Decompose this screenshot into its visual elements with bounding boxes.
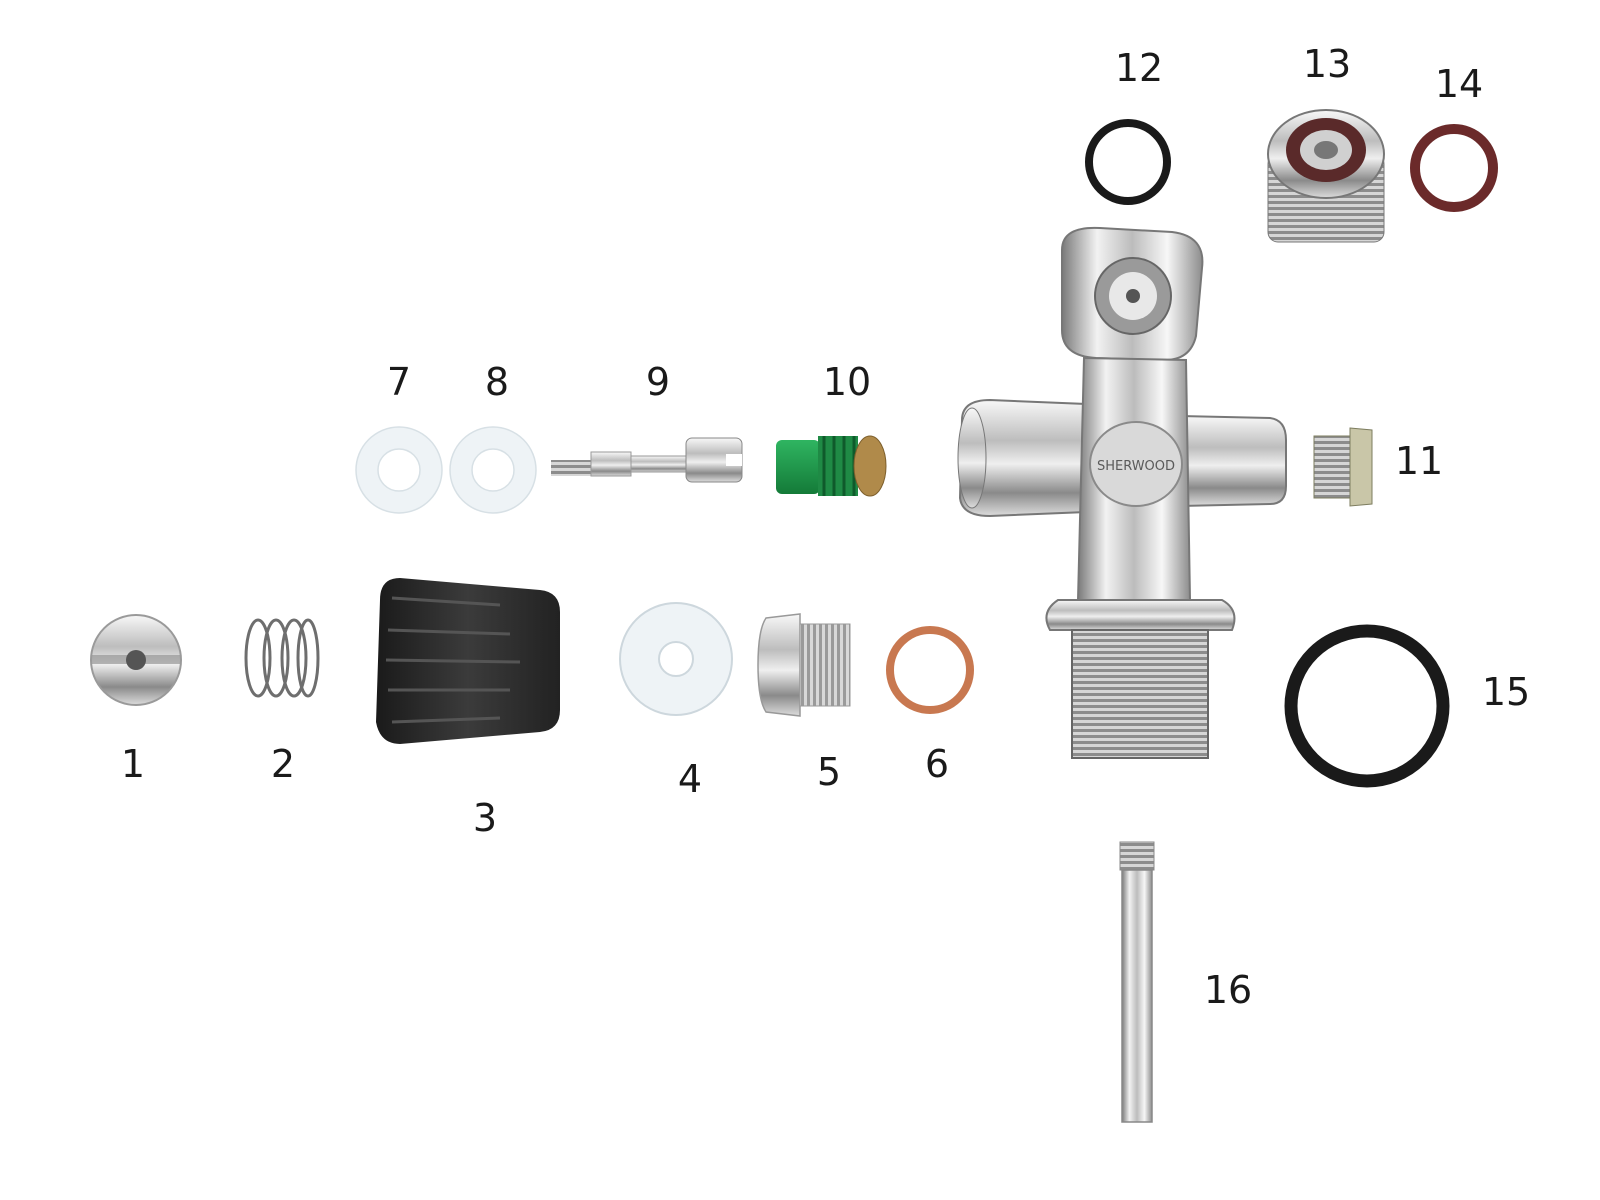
part-8-ptfe-washer bbox=[449, 426, 537, 514]
label-part-13: 13 bbox=[1302, 42, 1352, 86]
part-2-spring bbox=[244, 618, 320, 698]
part-3-handwheel-knob bbox=[376, 578, 560, 744]
part-10-valve-seat bbox=[776, 435, 887, 497]
part-7-ptfe-washer bbox=[355, 426, 443, 514]
part-1-retaining-washer bbox=[90, 614, 182, 706]
label-part-7: 7 bbox=[386, 360, 412, 404]
part-4-white-washer bbox=[619, 602, 733, 716]
brand-mark: SHERWOOD bbox=[1097, 459, 1175, 474]
label-part-11: 11 bbox=[1394, 439, 1444, 483]
part-15-neck-o-ring bbox=[1284, 624, 1450, 788]
label-part-6: 6 bbox=[924, 742, 950, 786]
label-part-14: 14 bbox=[1434, 62, 1484, 106]
part-5-bonnet-nut bbox=[757, 613, 851, 717]
label-part-10: 10 bbox=[822, 360, 872, 404]
label-part-12: 12 bbox=[1114, 46, 1164, 90]
label-part-3: 3 bbox=[472, 796, 498, 840]
part-12-o-ring bbox=[1085, 119, 1171, 205]
part-11-side-plug bbox=[1313, 427, 1373, 507]
part-6-copper-washer bbox=[886, 626, 974, 714]
label-part-9: 9 bbox=[645, 360, 671, 404]
label-part-8: 8 bbox=[484, 360, 510, 404]
part-16-dip-tube bbox=[1119, 841, 1155, 1123]
label-part-1: 1 bbox=[120, 742, 146, 786]
label-part-16: 16 bbox=[1203, 968, 1253, 1012]
part-9-valve-spindle bbox=[551, 437, 743, 483]
valve-body: SHERWOOD bbox=[957, 226, 1287, 759]
label-part-5: 5 bbox=[816, 750, 842, 794]
label-part-2: 2 bbox=[270, 742, 296, 786]
label-part-15: 15 bbox=[1481, 670, 1531, 714]
label-part-4: 4 bbox=[677, 757, 703, 801]
part-13-din-insert bbox=[1267, 109, 1385, 243]
part-14-o-ring bbox=[1410, 124, 1498, 212]
